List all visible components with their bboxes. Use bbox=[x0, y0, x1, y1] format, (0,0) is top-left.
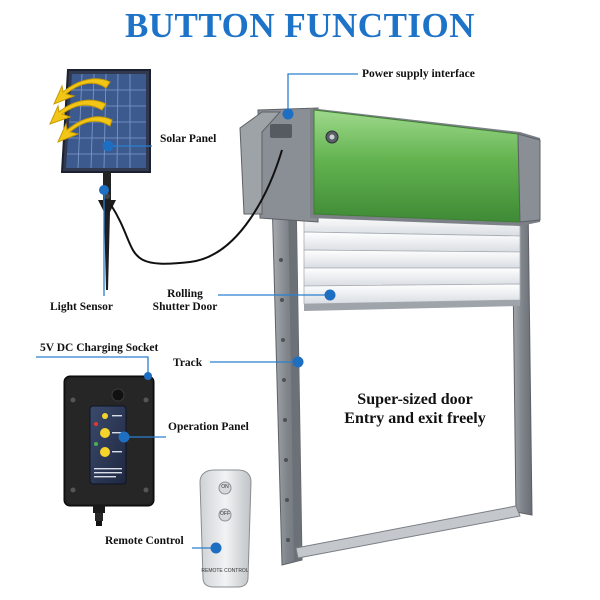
remote-caption: REMOTE CONTROL bbox=[201, 568, 249, 574]
motor-housing bbox=[239, 107, 541, 226]
solar-panel-label: Solar Panel bbox=[160, 133, 217, 145]
door-caption: Super-sized door Entry and exit freely bbox=[330, 390, 500, 428]
page-title: BUTTON FUNCTION bbox=[124, 6, 476, 45]
door-frame bbox=[271, 191, 533, 566]
door-caption-line2: Entry and exit freely bbox=[344, 410, 486, 427]
rolling-shutter-label-line2: Shutter Door bbox=[152, 301, 218, 313]
rolling-shutter bbox=[303, 214, 521, 311]
operation-panel-label: Operation Panel bbox=[168, 421, 249, 433]
track-label: Track bbox=[173, 357, 203, 369]
remote-on-button: ON bbox=[221, 484, 229, 490]
callout-lines bbox=[36, 73, 358, 549]
remote-control bbox=[199, 469, 252, 588]
light-sensor-label: Light Sensor bbox=[50, 301, 113, 313]
remote-off-button: OFF bbox=[220, 511, 230, 517]
door-caption-line1: Super-sized door bbox=[357, 391, 473, 408]
power-supply-interface-label: Power supply interface bbox=[362, 68, 475, 80]
rolling-shutter-label-line1: Rolling bbox=[167, 288, 203, 300]
remote-control-label: Remote Control bbox=[105, 535, 184, 547]
charging-socket-label: 5V DC Charging Socket bbox=[40, 342, 159, 354]
callout-dots bbox=[99, 108, 336, 554]
operation-panel-box bbox=[63, 375, 155, 526]
rolling-shutter-label: Rolling Shutter Door bbox=[150, 288, 220, 314]
sunlight-arrows bbox=[49, 78, 113, 143]
